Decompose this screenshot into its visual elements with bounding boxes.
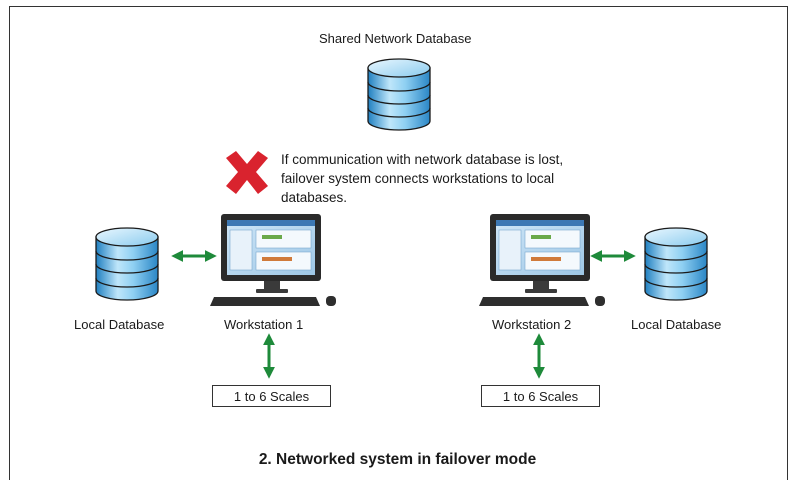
right-local-database-label: Local Database bbox=[631, 317, 722, 332]
workstation-2-label: Workstation 2 bbox=[492, 317, 572, 332]
failover-note: If communication with network database i… bbox=[281, 152, 564, 205]
figure-frame-top bbox=[9, 6, 788, 7]
left-local-database-label: Local Database bbox=[74, 317, 165, 332]
error-cross-icon bbox=[226, 151, 268, 194]
left-scales-box: 1 to 6 Scales bbox=[212, 385, 331, 407]
workstation-1-computer-icon bbox=[210, 214, 336, 306]
right-local-database-icon bbox=[644, 227, 708, 301]
left-local-database-icon bbox=[95, 227, 159, 301]
workstation-2-computer-icon bbox=[479, 214, 605, 306]
workstation-1-label: Workstation 1 bbox=[224, 317, 304, 332]
figure-caption: 2. Networked system in failover mode bbox=[258, 451, 537, 468]
shared-database-label: Shared Network Database bbox=[319, 31, 472, 46]
right-scales-box: 1 to 6 Scales bbox=[481, 385, 600, 407]
figure-frame bbox=[9, 6, 788, 480]
shared-database-icon bbox=[367, 58, 431, 131]
